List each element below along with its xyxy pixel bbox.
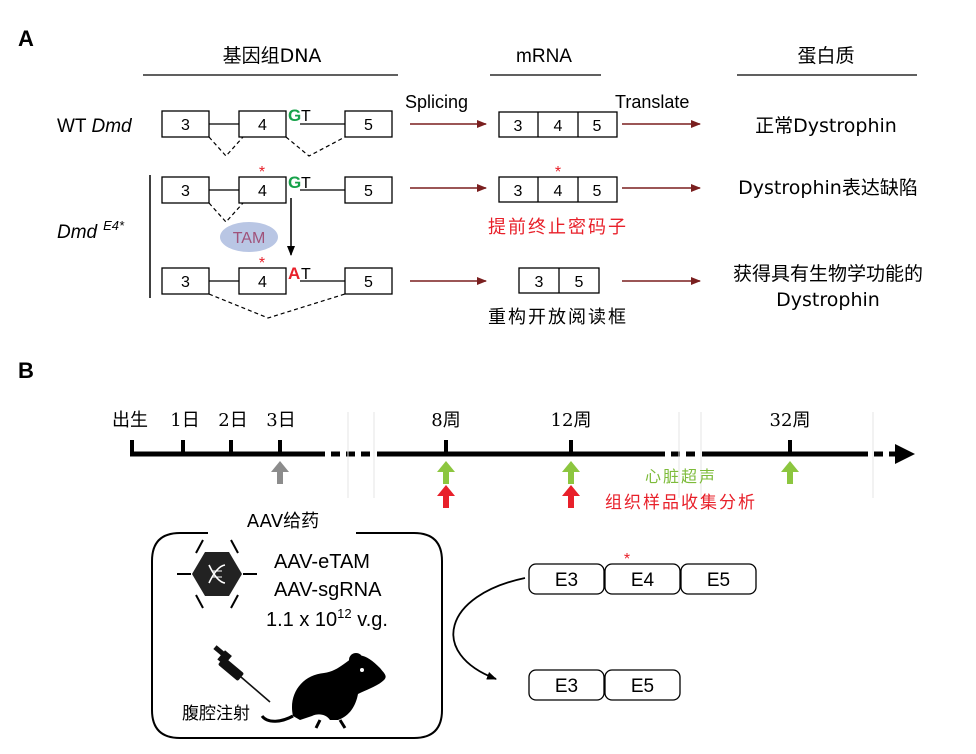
wt-exon4-box bbox=[238, 110, 287, 138]
aav-sgrna-label: AAV-sgRNA bbox=[274, 579, 382, 601]
result-e3-bottom-label: E3 bbox=[555, 676, 578, 697]
splicing-label: Splicing bbox=[405, 92, 468, 112]
tick-label-day1: 1日 bbox=[170, 410, 199, 431]
result-e5-bottom bbox=[604, 669, 681, 701]
wt-splice-dash bbox=[208, 136, 346, 157]
edit-mrna-5: 5 bbox=[575, 274, 584, 291]
wt-exon3-box bbox=[161, 110, 210, 138]
green-arrow-week32 bbox=[781, 461, 799, 484]
red-arrow-week8 bbox=[437, 485, 455, 508]
tam-label: TAM bbox=[233, 230, 266, 247]
aav-etam-label: AAV-eTAM bbox=[274, 551, 370, 573]
axis-break-marks bbox=[347, 412, 874, 498]
mut-exon5-box bbox=[344, 176, 393, 204]
mut-exon4-star: * bbox=[259, 164, 265, 181]
rescue-protein-line1: 获得具有生物学功能的 bbox=[733, 263, 923, 285]
tick-label-week8: 8周 bbox=[431, 410, 460, 431]
tick-label-birth: 出生 bbox=[112, 410, 148, 431]
syringe-icon bbox=[213, 645, 271, 703]
mut-mrna-star: * bbox=[555, 164, 561, 181]
tick-label-day3: 3日 bbox=[266, 410, 295, 431]
result-e5-top bbox=[680, 563, 757, 595]
mouse-icon bbox=[260, 653, 386, 729]
injection-label: 腹腔注射 bbox=[182, 704, 250, 724]
aav-dose-label: 1.1 x 1012 v.g. bbox=[266, 606, 388, 631]
aav-virus-icon bbox=[177, 539, 257, 609]
result-e3-top-label: E3 bbox=[555, 570, 578, 591]
edit-exon4-label: 4 bbox=[258, 274, 267, 291]
result-e4-top bbox=[604, 563, 681, 595]
red-arrow-week12 bbox=[562, 485, 580, 508]
legend-collect: 组织样品收集分析 bbox=[605, 493, 757, 513]
wt-protein-text: 正常Dystrophin bbox=[755, 115, 897, 137]
mut-exon5-label: 5 bbox=[364, 183, 373, 200]
gray-arrow-day3 bbox=[271, 461, 289, 484]
edit-splice-t: T bbox=[301, 266, 311, 283]
edit-exon3-label: 3 bbox=[181, 274, 190, 291]
mut-exon4-box bbox=[238, 176, 287, 204]
result-e5-top-label: E5 bbox=[707, 570, 730, 591]
rescue-protein-line2: Dystrophin bbox=[776, 289, 880, 311]
edit-exon4-box bbox=[238, 267, 287, 295]
timeline-axis bbox=[130, 444, 915, 464]
wt-splice-g: G bbox=[288, 106, 301, 125]
mut-protein-text: Dystrophin表达缺陷 bbox=[738, 177, 918, 199]
curved-result-arrow bbox=[452, 577, 526, 680]
mut-exon3-label: 3 bbox=[181, 183, 190, 200]
edit-exon5-box bbox=[344, 267, 393, 295]
mut-mrna-5: 5 bbox=[593, 183, 602, 200]
header-mrna: mRNA bbox=[516, 46, 572, 67]
mut-splice-t: T bbox=[301, 175, 311, 192]
result-e3-top bbox=[528, 563, 605, 595]
result-e5-bottom-label: E5 bbox=[631, 676, 654, 697]
mut-mrna-box bbox=[498, 176, 618, 203]
edit-skip-dash bbox=[208, 293, 346, 319]
wt-exon4-label: 4 bbox=[258, 117, 267, 134]
mut-mrna-3: 3 bbox=[514, 183, 523, 200]
panel-b-label: B bbox=[18, 358, 34, 383]
edit-exon5-label: 5 bbox=[364, 274, 373, 291]
mut-exon4-label: 4 bbox=[258, 183, 267, 200]
header-protein: 蛋白质 bbox=[797, 45, 854, 67]
tick-label-week32: 32周 bbox=[770, 410, 811, 431]
tam-ellipse bbox=[220, 222, 278, 252]
mut-exon3-box bbox=[161, 176, 210, 204]
edit-splice-a: A bbox=[288, 264, 300, 283]
wt-dmd-label: WT Dmd bbox=[57, 116, 133, 137]
wt-mrna-5: 5 bbox=[593, 118, 602, 135]
wt-mrna-box bbox=[498, 111, 618, 138]
aav-title: AAV给药 bbox=[247, 511, 319, 532]
edit-exon3-box bbox=[161, 267, 210, 295]
reframe-text: 重构开放阅读框 bbox=[488, 307, 628, 328]
wt-exon5-box bbox=[344, 110, 393, 138]
mut-mrna-4: 4 bbox=[554, 183, 563, 200]
result-e4-top-label: E4 bbox=[631, 570, 655, 591]
wt-mrna-3: 3 bbox=[514, 118, 523, 135]
aav-panel-frame bbox=[151, 532, 443, 739]
mut-splice-dash bbox=[208, 202, 244, 223]
header-genomic-dna: 基因组DNA bbox=[223, 45, 322, 67]
wt-mrna-4: 4 bbox=[554, 118, 563, 135]
wt-exon5-label: 5 bbox=[364, 117, 373, 134]
legend-echo: 心脏超声 bbox=[645, 467, 717, 486]
edit-exon4-star: * bbox=[259, 255, 265, 272]
tick-label-week12: 12周 bbox=[551, 410, 592, 431]
wt-splice-t: T bbox=[301, 108, 311, 125]
result-e3-bottom bbox=[528, 669, 605, 701]
result-e4-star: * bbox=[624, 551, 630, 568]
green-arrow-week8 bbox=[437, 461, 455, 484]
wt-exon3-label: 3 bbox=[181, 117, 190, 134]
mut-splice-g: G bbox=[288, 173, 301, 192]
panel-a-label: A bbox=[18, 26, 34, 51]
translate-label: Translate bbox=[615, 92, 689, 112]
stop-codon-text: 提前终止密码子 bbox=[488, 217, 628, 238]
tick-label-day2: 2日 bbox=[218, 410, 247, 431]
green-arrow-week12 bbox=[562, 461, 580, 484]
edit-mrna-3: 3 bbox=[535, 274, 544, 291]
